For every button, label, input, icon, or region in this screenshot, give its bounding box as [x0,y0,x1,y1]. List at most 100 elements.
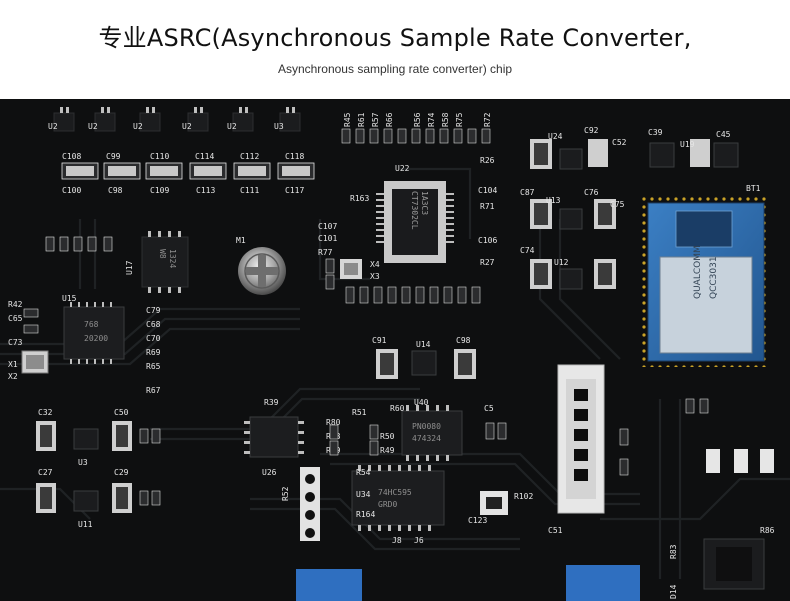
part-label: R39 [264,398,279,407]
cap-label: C108 [62,152,81,161]
top-ic-row: U2 U2 U2 U2 U2 U3 [48,107,301,132]
svg-text:U2: U2 [88,122,98,131]
part-label: C123 [468,516,487,525]
header-banner: 专业ASRC(Asynchronous Sample Rate Converte… [0,0,790,99]
part-label: C32 [38,408,53,417]
part-label: R67 [146,386,161,395]
cap-label: C99 [106,152,121,161]
svg-text:U2: U2 [227,122,237,131]
lower-right-cluster: R86 R83 D14 [669,449,775,599]
resistor-label: R66 [385,112,394,127]
u17-label: U17 [125,260,134,275]
part-label: R163 [350,194,369,203]
u22-chip: U22 CT7302CL 1A3C3 [376,164,454,263]
part-label: U11 [78,520,93,529]
bt-marking: QCC3031 [709,256,719,299]
part-label: X4 [370,260,380,269]
u15-marking: 20200 [84,334,108,343]
resistor-label: R58 [441,112,450,127]
part-label: R49 [380,446,395,455]
part-label: C106 [478,236,497,245]
u40-marking: PN0080 [412,422,441,431]
part-label: R60 [390,404,405,413]
u26-label: U26 [262,468,277,477]
cap-label: C98 [108,186,123,195]
part-label: X2 [8,372,18,381]
part-label: X1 [8,360,18,369]
part-label: U19 [680,140,695,149]
blue-relays [296,565,640,601]
svg-text:U2: U2 [133,122,143,131]
u14-cluster: C91 U14 C98 [372,336,476,379]
screw-m1: M1 [236,236,286,295]
part-label: C5 [484,404,494,413]
copper-traces [0,167,790,579]
part-label: R80 [326,418,341,427]
u15-marking: 768 [84,320,99,329]
part-label: C74 [520,246,535,255]
part-label: U14 [416,340,431,349]
cap-label: C111 [240,186,259,195]
part-label: C92 [584,126,599,135]
u40-label: U40 [414,398,429,407]
part-label: C79 [146,306,161,315]
svg-text:U2: U2 [182,122,192,131]
part-label: C50 [114,408,129,417]
crystal-x5: C123 R102 C51 [468,491,563,535]
part-label: C52 [612,138,627,147]
u26-chip: U26 [244,416,304,477]
u17-marking: 1324 [168,249,177,268]
part-label: C75 [610,200,625,209]
u34-chip: 74HC595 GRD0 R54 U34 R164 J8 J6 [351,465,445,545]
cap-label: C113 [196,186,215,195]
u34-marking: 74HC595 [378,488,412,497]
part-label: C68 [146,320,161,329]
u34-label: J8 [392,536,402,545]
resistor-label: R61 [357,112,366,127]
u34-marking: GRD0 [378,500,397,509]
part-label: R50 [380,432,395,441]
part-label: C76 [584,188,599,197]
part-label: X3 [370,272,380,281]
part-label: C51 [548,526,563,535]
u22-marking: 1A3C3 [420,191,429,215]
u22-marking: CT7302CL [410,191,419,230]
svg-text:U3: U3 [274,122,284,131]
part-label: C104 [478,186,497,195]
left-caps-cluster: R42 C65 C73 X1 X2 U15 C79 C68 C70 R69 R6… [8,236,161,395]
part-label: U3 [78,458,88,467]
part-label: R26 [480,156,495,165]
resistor-label: R72 [483,112,492,127]
lower-left-cluster: C32 C50 U3 C27 C29 U11 [36,408,132,529]
part-label: C39 [648,128,663,137]
part-label: C98 [456,336,471,345]
part-label: R65 [146,362,161,371]
part-label: C70 [146,334,161,343]
svg-text:U2: U2 [48,122,58,131]
part-label: R69 [146,348,161,357]
top-cap-labels: C108 C99 C110 C114 C112 C118 [62,152,304,161]
part-label: C91 [372,336,387,345]
part-label: C87 [520,188,535,197]
scattered-passives [23,258,709,506]
part-label: R71 [480,202,495,211]
u40-chip: PN0080 474324 U40 R51 R60 R80 R78 R79 R5… [264,398,494,461]
part-label: R27 [480,258,495,267]
part-label: R86 [760,526,775,535]
page-subtitle: Asynchronous sampling rate converter) ch… [277,62,513,76]
resistor-label: R56 [413,112,422,127]
part-label: C65 [8,314,23,323]
u22-label: U22 [395,164,410,173]
top-ic-labels: U2 U2 U2 U2 U2 U3 [48,122,284,131]
resistor-label: R45 [343,112,352,127]
part-label: R102 [514,492,533,501]
cap-label: C117 [285,186,304,195]
part-label: U12 [554,258,569,267]
part-label: R54 [356,468,371,477]
part-label: R42 [8,300,23,309]
part-label: R83 [669,544,678,559]
header-j8: R52 [281,467,320,541]
part-label: C73 [8,338,23,347]
crystal-x1 [21,350,49,374]
